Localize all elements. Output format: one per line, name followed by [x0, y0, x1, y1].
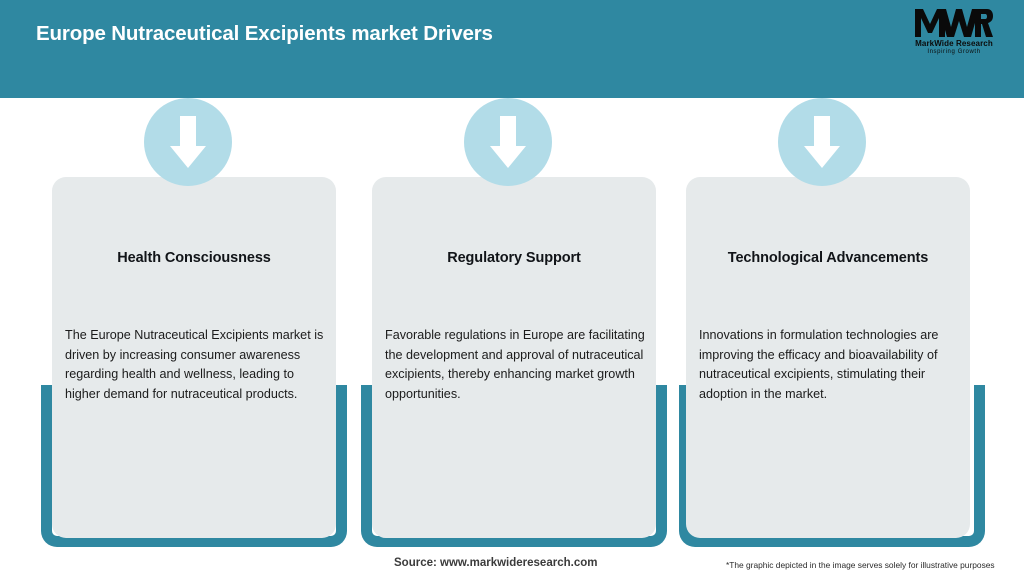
card-bracket-accent — [361, 385, 667, 547]
down-arrow-icon — [778, 98, 866, 186]
card-bracket-accent — [679, 385, 985, 547]
disclaimer-label: *The graphic depicted in the image serve… — [726, 560, 995, 570]
header-bar: Europe Nutraceutical Excipients market D… — [0, 0, 1024, 98]
logo-company-name: MarkWide Research — [915, 39, 993, 48]
down-arrow-icon — [464, 98, 552, 186]
driver-card-technological-advancements: Technological Advancements Innovations i… — [675, 98, 991, 558]
driver-card-regulatory-support: Regulatory Support Favorable regulations… — [361, 98, 677, 558]
card-heading: Technological Advancements — [727, 250, 929, 266]
driver-card-health-consciousness: Health Consciousness The Europe Nutraceu… — [41, 98, 357, 558]
drivers-card-area: Health Consciousness The Europe Nutraceu… — [0, 98, 1024, 576]
card-body-text: The Europe Nutraceutical Excipients mark… — [65, 328, 324, 401]
card-panel — [52, 177, 336, 538]
card-body-text: Innovations in formulation technologies … — [699, 328, 939, 401]
brand-logo: MarkWide Research Inspiring Growth — [902, 8, 1006, 62]
source-label: Source: www.markwideresearch.com — [394, 557, 598, 569]
card-heading: Health Consciousness — [117, 250, 271, 266]
card-heading: Regulatory Support — [447, 250, 581, 266]
card-bracket-accent — [41, 385, 347, 547]
card-panel — [372, 177, 656, 538]
card-panel — [686, 177, 970, 538]
down-arrow-icon — [144, 98, 232, 186]
page-title: Europe Nutraceutical Excipients market D… — [36, 22, 493, 45]
logo-tagline: Inspiring Growth — [927, 49, 981, 55]
card-body-text: Favorable regulations in Europe are faci… — [385, 328, 645, 401]
mwr-logo-icon — [915, 9, 993, 37]
